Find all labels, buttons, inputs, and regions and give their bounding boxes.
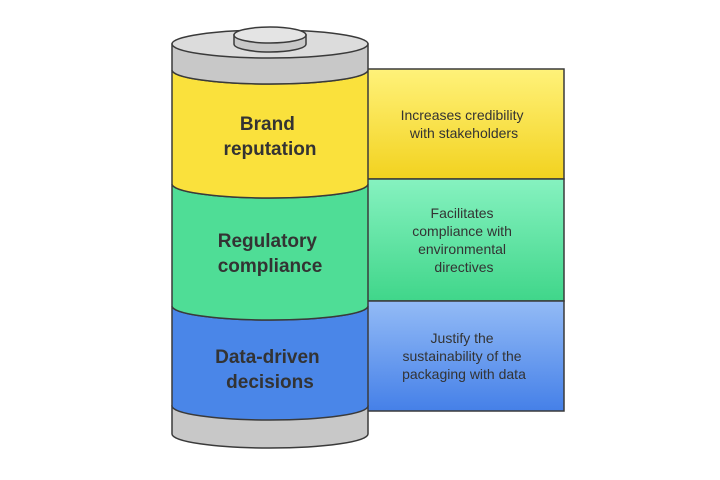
segment-2-line-1: Data-driven <box>215 347 320 368</box>
segment-label-2: Data-driven decisions <box>215 347 325 393</box>
segment-0-line-2: reputation <box>224 139 317 160</box>
segment-1-line-2: compliance <box>218 256 323 277</box>
battery-terminal-top <box>233 26 307 44</box>
description-1-line-4: directives <box>434 259 493 275</box>
description-2-line-1: Justify the <box>431 330 494 346</box>
segment-0-line-1: Brand <box>240 114 295 135</box>
description-box-0-bg <box>364 68 565 180</box>
segment-1-line-1: Regulatory <box>218 231 318 252</box>
description-box-1-bg <box>364 178 565 302</box>
description-0-line-2: with stakeholders <box>409 125 518 141</box>
description-box-0: Increases credibility with stakeholders <box>364 68 565 180</box>
description-0-line-1: Increases credibility <box>401 107 524 123</box>
description-1-line-1: Facilitates <box>431 205 494 221</box>
description-2-line-2: sustainability of the <box>403 348 522 364</box>
description-1-line-3: environmental <box>418 241 506 257</box>
segment-label-0: Brand reputation <box>224 114 317 160</box>
description-text-0: Increases credibility with stakeholders <box>401 107 528 141</box>
segment-2-line-2: decisions <box>226 372 314 393</box>
description-box-2: Justify the sustainability of the packag… <box>364 300 565 412</box>
description-box-1: Facilitates compliance with environmenta… <box>364 178 565 302</box>
description-1-line-2: compliance with <box>412 223 512 239</box>
segment-label-1: Regulatory compliance <box>218 231 323 277</box>
description-text-1: Facilitates compliance with environmenta… <box>412 205 516 275</box>
description-box-2-bg <box>364 300 565 412</box>
description-2-line-3: packaging with data <box>402 366 526 382</box>
description-text-2: Justify the sustainability of the packag… <box>402 330 526 382</box>
battery: Brand reputation Regulatory compliance D… <box>171 26 369 449</box>
